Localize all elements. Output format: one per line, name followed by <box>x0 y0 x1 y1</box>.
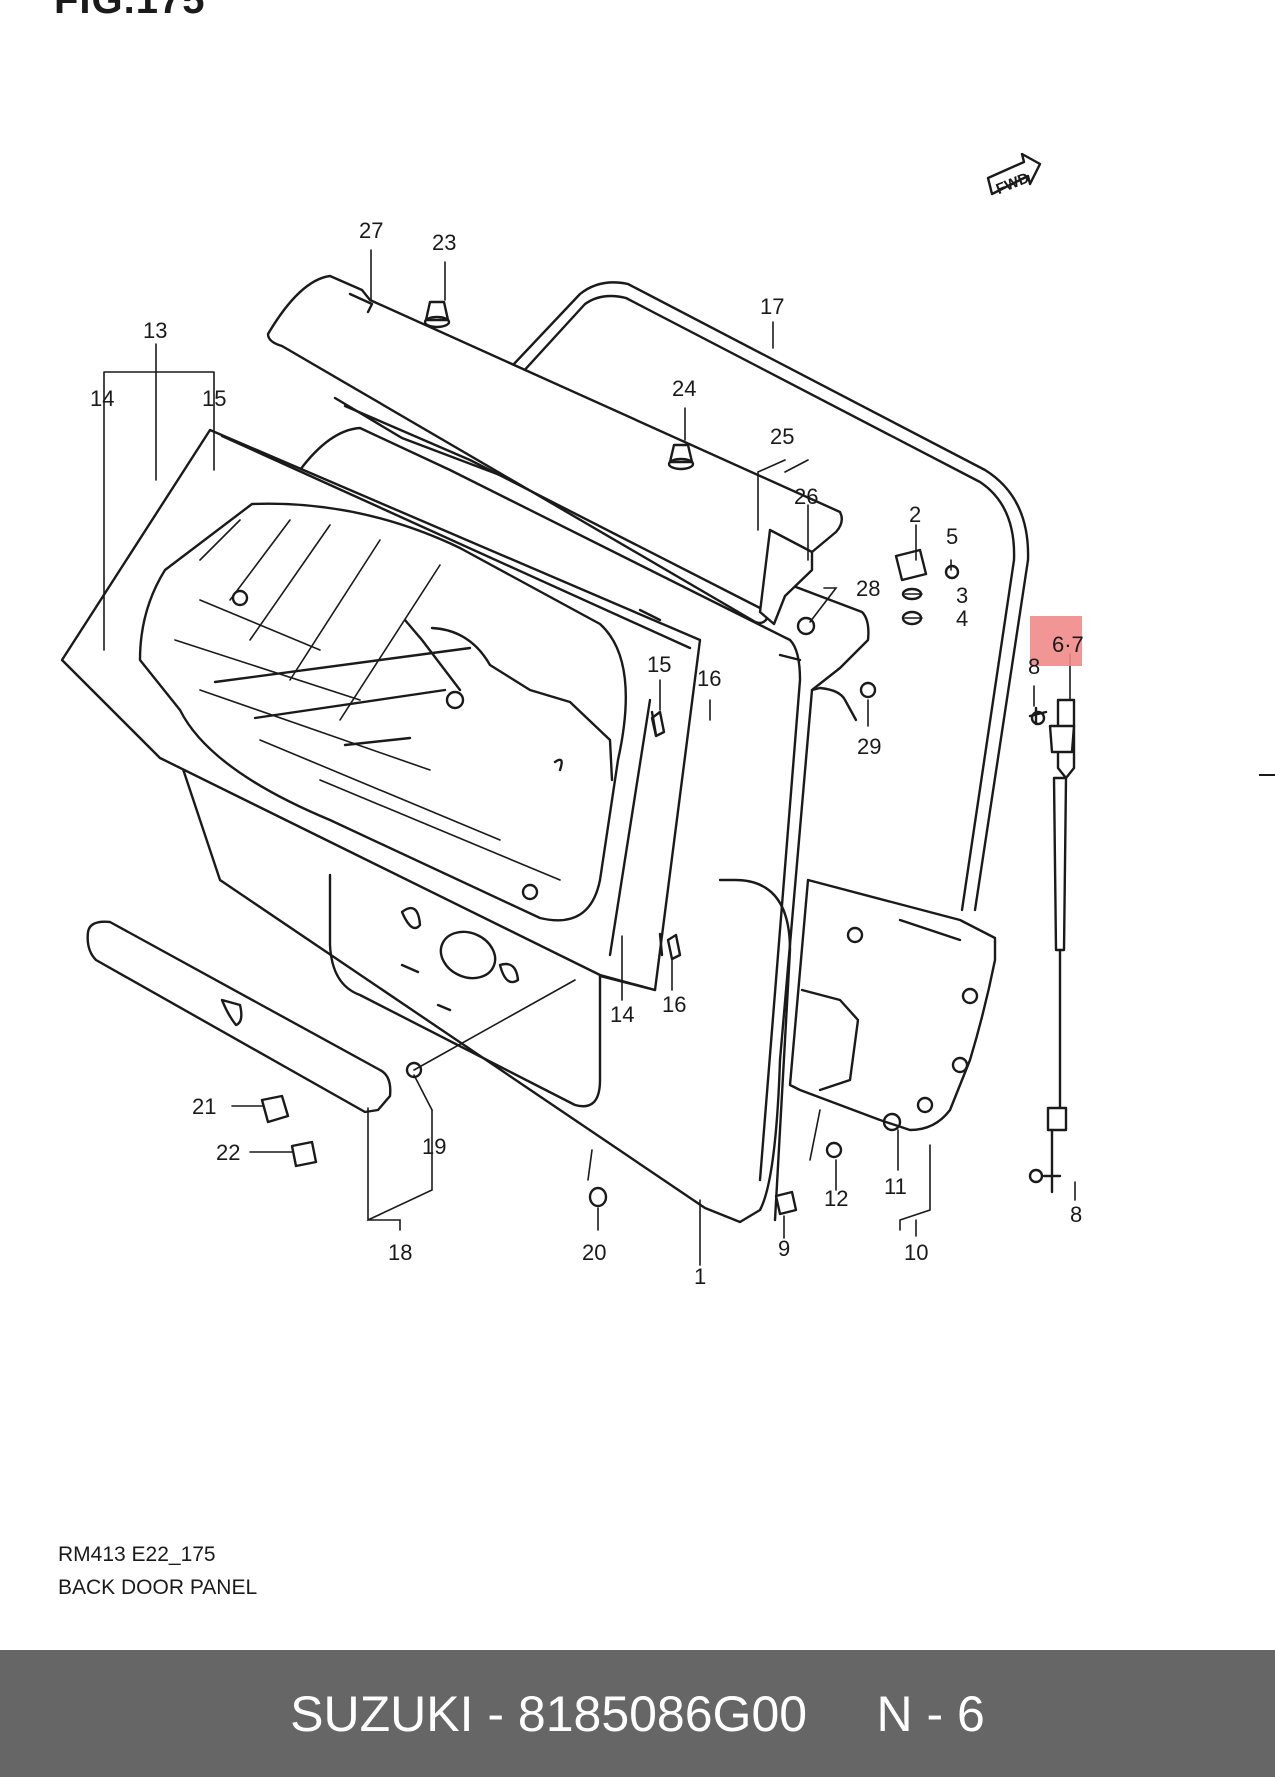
label-3: 3 <box>956 583 968 608</box>
label-15: 15 <box>202 386 226 411</box>
fasteners <box>260 300 1062 1216</box>
back-door-exploded-diagram: FWD <box>60 152 1084 1289</box>
label-8-low: 8 <box>1070 1202 1082 1227</box>
fwd-arrow-icon: FWD <box>986 152 1042 198</box>
label-27: 27 <box>359 218 383 243</box>
label-17: 17 <box>760 294 784 319</box>
label-14: 14 <box>90 386 114 411</box>
label-25: 25 <box>770 424 794 449</box>
footer-part-number: SUZUKI - 8185086G00 N - 6 <box>290 1685 985 1742</box>
label-29: 29 <box>857 734 881 759</box>
label-16-low: 16 <box>662 992 686 1017</box>
label-26: 26 <box>794 484 818 509</box>
part-25-26-trim <box>758 528 814 626</box>
label-9: 9 <box>778 1236 790 1261</box>
part-1-door-panel <box>163 396 870 1224</box>
label-18: 18 <box>388 1240 412 1265</box>
part-17-weatherstrip <box>493 281 1030 912</box>
part-10-side-trim <box>788 878 997 1132</box>
part-18-garnish <box>86 920 392 1114</box>
label-19: 19 <box>422 1134 446 1159</box>
part-13-inner-trim <box>60 428 702 992</box>
label-1: 1 <box>694 1264 706 1289</box>
label-28: 28 <box>856 576 880 601</box>
label-6-7: 6·7 <box>1052 632 1084 657</box>
label-4: 4 <box>956 606 968 631</box>
label-24: 24 <box>672 376 696 401</box>
footer-bar: SUZUKI - 8185086G00 N - 6 <box>0 1650 1275 1777</box>
label-12: 12 <box>824 1186 848 1211</box>
label-8-top: 8 <box>1028 654 1040 679</box>
label-14-low: 14 <box>610 1002 634 1027</box>
diagram-name: BACK DOOR PANEL <box>58 1576 258 1599</box>
highlight-6-7 <box>1030 616 1082 666</box>
label-10: 10 <box>904 1240 928 1265</box>
label-11: 11 <box>884 1174 907 1199</box>
label-15-mid: 15 <box>647 652 671 677</box>
part-labels: 27 23 17 13 14 15 24 25 26 2 5 3 4 28 6·… <box>90 218 1084 1289</box>
leader-lines <box>103 249 1076 1266</box>
figure-title: FIG.175 <box>54 0 206 22</box>
part-6-7-gas-strut <box>1046 698 1076 1194</box>
label-5: 5 <box>946 524 958 549</box>
label-21: 21 <box>192 1094 216 1119</box>
label-2: 2 <box>909 502 921 527</box>
label-23: 23 <box>432 230 456 255</box>
diagram-code: RM413 E22_175 <box>58 1543 216 1566</box>
label-13: 13 <box>143 318 167 343</box>
label-20: 20 <box>582 1240 606 1265</box>
label-22: 22 <box>216 1140 240 1165</box>
edge-mark <box>1259 774 1275 776</box>
part-27-spoiler <box>266 274 843 625</box>
label-16-mid: 16 <box>697 666 721 691</box>
